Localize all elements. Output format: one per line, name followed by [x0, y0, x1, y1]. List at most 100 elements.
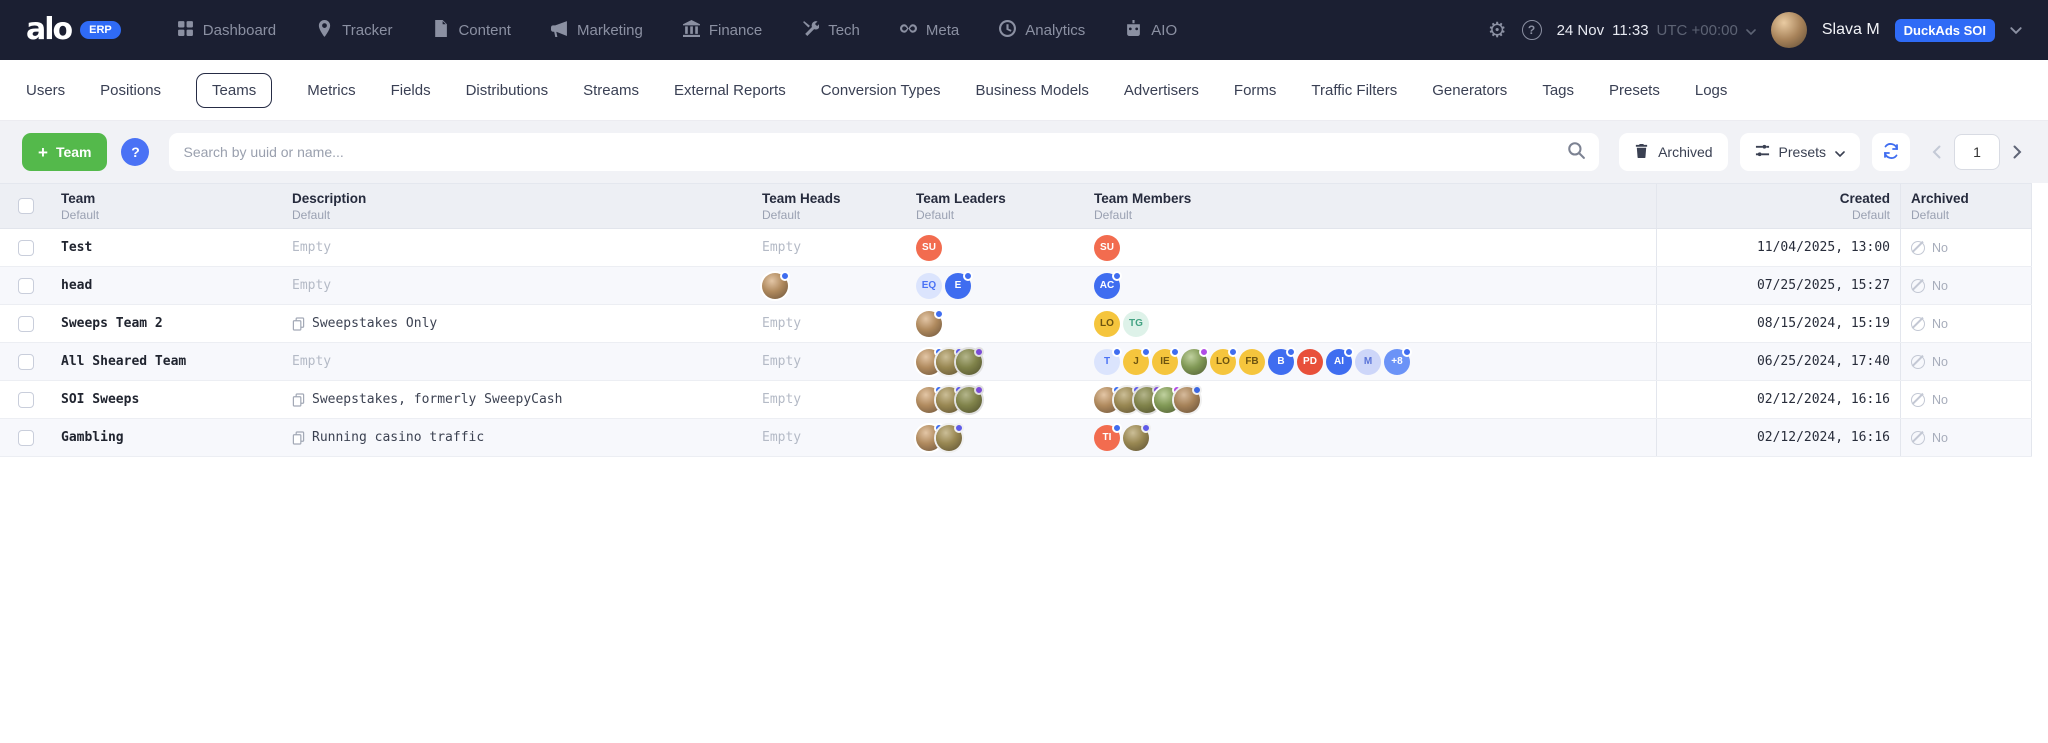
tab-positions[interactable]: Positions [100, 81, 162, 99]
table-row[interactable]: Test Empty Empty SU SU 11/04/2025, 13:00… [0, 229, 2032, 267]
copy-icon [292, 392, 305, 407]
avatar-initials[interactable]: AI [1326, 346, 1354, 375]
online-dot [1192, 384, 1202, 395]
online-dot [934, 308, 944, 319]
row-checkbox[interactable] [18, 353, 34, 370]
nav-label: Dashboard [202, 21, 277, 39]
row-checkbox[interactable] [18, 429, 34, 446]
tab-users[interactable]: Users [26, 81, 66, 99]
team-name[interactable]: Test [61, 240, 93, 255]
team-name[interactable]: Sweeps Team 2 [61, 316, 163, 331]
avatar-initials[interactable]: SU [916, 234, 942, 261]
tab-generators[interactable]: Generators [1432, 81, 1508, 99]
nav-item-meta[interactable]: Meta [899, 20, 959, 41]
avatar-initials[interactable]: TG [1123, 310, 1149, 337]
table-row[interactable]: SOI Sweeps Sweepstakes, formerly SweepyC… [0, 381, 2032, 419]
nav-item-dashboard[interactable]: Dashboard [177, 20, 276, 41]
cell-team-leaders [914, 343, 1092, 380]
avatar-initials[interactable]: +8 [1384, 346, 1412, 375]
tab-conversion-types[interactable]: Conversion Types [820, 81, 941, 99]
avatar-initials[interactable]: FB [1239, 348, 1265, 375]
help-icon[interactable]: ? [1521, 20, 1542, 40]
toolbar-help-button[interactable]: ? [121, 138, 150, 166]
avatar-photo[interactable] [1181, 346, 1209, 375]
datetime-control[interactable]: 24 Nov 11:33 UTC +00:00 [1557, 22, 1756, 39]
next-page-button[interactable] [2009, 141, 2026, 163]
avatar-initials[interactable]: PD [1297, 348, 1323, 375]
select-all-checkbox[interactable] [18, 198, 34, 214]
workspace-badge[interactable]: DuckAds SOI [1894, 18, 1995, 42]
team-name[interactable]: Gambling [61, 430, 124, 445]
user-name[interactable]: Slava M [1821, 21, 1880, 38]
avatar-initials[interactable]: B [1268, 346, 1296, 375]
archived-button[interactable]: Archived [1619, 133, 1728, 171]
tab-tags[interactable]: Tags [1542, 81, 1574, 99]
search-input[interactable] [183, 144, 1568, 160]
logo[interactable]: alo ERP [26, 15, 121, 45]
tab-advertisers[interactable]: Advertisers [1123, 81, 1199, 99]
cell-checkbox [0, 419, 59, 456]
page-input[interactable] [1954, 134, 2000, 170]
row-checkbox[interactable] [18, 277, 34, 294]
avatar-initials[interactable]: T [1094, 346, 1122, 375]
tab-fields[interactable]: Fields [390, 81, 431, 99]
tab-metrics[interactable]: Metrics [307, 81, 356, 99]
logo-text: alo [26, 12, 73, 47]
add-team-button[interactable]: + Team [22, 133, 108, 171]
avatar-initials[interactable]: M [1355, 348, 1381, 375]
tab-logs[interactable]: Logs [1694, 81, 1728, 99]
avatar-initials[interactable]: EQ [916, 272, 942, 299]
settings-gear-icon[interactable]: ⚙ [1487, 18, 1507, 42]
team-name[interactable]: SOI Sweeps [61, 392, 140, 407]
row-checkbox[interactable] [18, 315, 34, 332]
team-name[interactable]: head [61, 278, 93, 293]
tab-presets[interactable]: Presets [1609, 81, 1660, 99]
avatar-initials[interactable]: J [1123, 346, 1151, 375]
chevron-down-icon[interactable] [2010, 21, 2022, 39]
archived-label: Archived [1658, 144, 1713, 160]
team-name[interactable]: All Sheared Team [61, 354, 187, 369]
avatar-photo[interactable] [1123, 422, 1151, 451]
nav-item-tech[interactable]: Tech [802, 20, 860, 41]
refresh-button[interactable] [1872, 133, 1910, 171]
presets-button[interactable]: Presets [1739, 133, 1860, 171]
tab-teams[interactable]: Teams [196, 72, 273, 108]
nav-item-aio[interactable]: AIO [1125, 19, 1177, 41]
avatar-initials[interactable]: SU [1094, 234, 1120, 261]
table-row[interactable]: Gambling Running casino traffic Empty TI… [0, 419, 2032, 457]
avatar-initials[interactable]: AC [1094, 270, 1122, 299]
nav-item-finance[interactable]: Finance [682, 19, 762, 41]
user-avatar[interactable] [1770, 12, 1807, 48]
avatar-photo[interactable] [936, 422, 964, 451]
nav-item-analytics[interactable]: Analytics [999, 19, 1085, 41]
tab-forms[interactable]: Forms [1233, 81, 1277, 99]
avatar-initials[interactable]: IE [1152, 346, 1180, 375]
row-checkbox[interactable] [18, 239, 34, 256]
online-dot [1402, 346, 1412, 357]
tab-external-reports[interactable]: External Reports [673, 81, 786, 99]
avatar-photo[interactable] [916, 308, 944, 337]
avatar-photo[interactable] [1174, 384, 1202, 413]
avatar-initials[interactable]: TI [1094, 422, 1122, 451]
nav-item-marketing[interactable]: Marketing [550, 20, 643, 41]
nav-item-tracker[interactable]: Tracker [316, 19, 392, 41]
avatar-initials[interactable]: LO [1094, 310, 1120, 337]
search-icon[interactable] [1567, 141, 1585, 164]
avatar-photo[interactable] [956, 346, 984, 375]
avatar-photo[interactable] [956, 384, 984, 413]
avatar-initials[interactable]: E [945, 270, 973, 299]
row-checkbox[interactable] [18, 391, 34, 408]
avatar-initials[interactable]: LO [1210, 346, 1238, 375]
tab-traffic-filters[interactable]: Traffic Filters [1311, 81, 1398, 99]
nav-item-content[interactable]: Content [432, 19, 511, 41]
cell-team-heads: Empty [760, 305, 914, 342]
prev-page-button[interactable] [1928, 141, 1945, 163]
avatar-photo[interactable] [762, 270, 790, 299]
tab-business-models[interactable]: Business Models [975, 81, 1089, 99]
tab-distributions[interactable]: Distributions [465, 81, 549, 99]
tab-streams[interactable]: Streams [583, 81, 639, 99]
